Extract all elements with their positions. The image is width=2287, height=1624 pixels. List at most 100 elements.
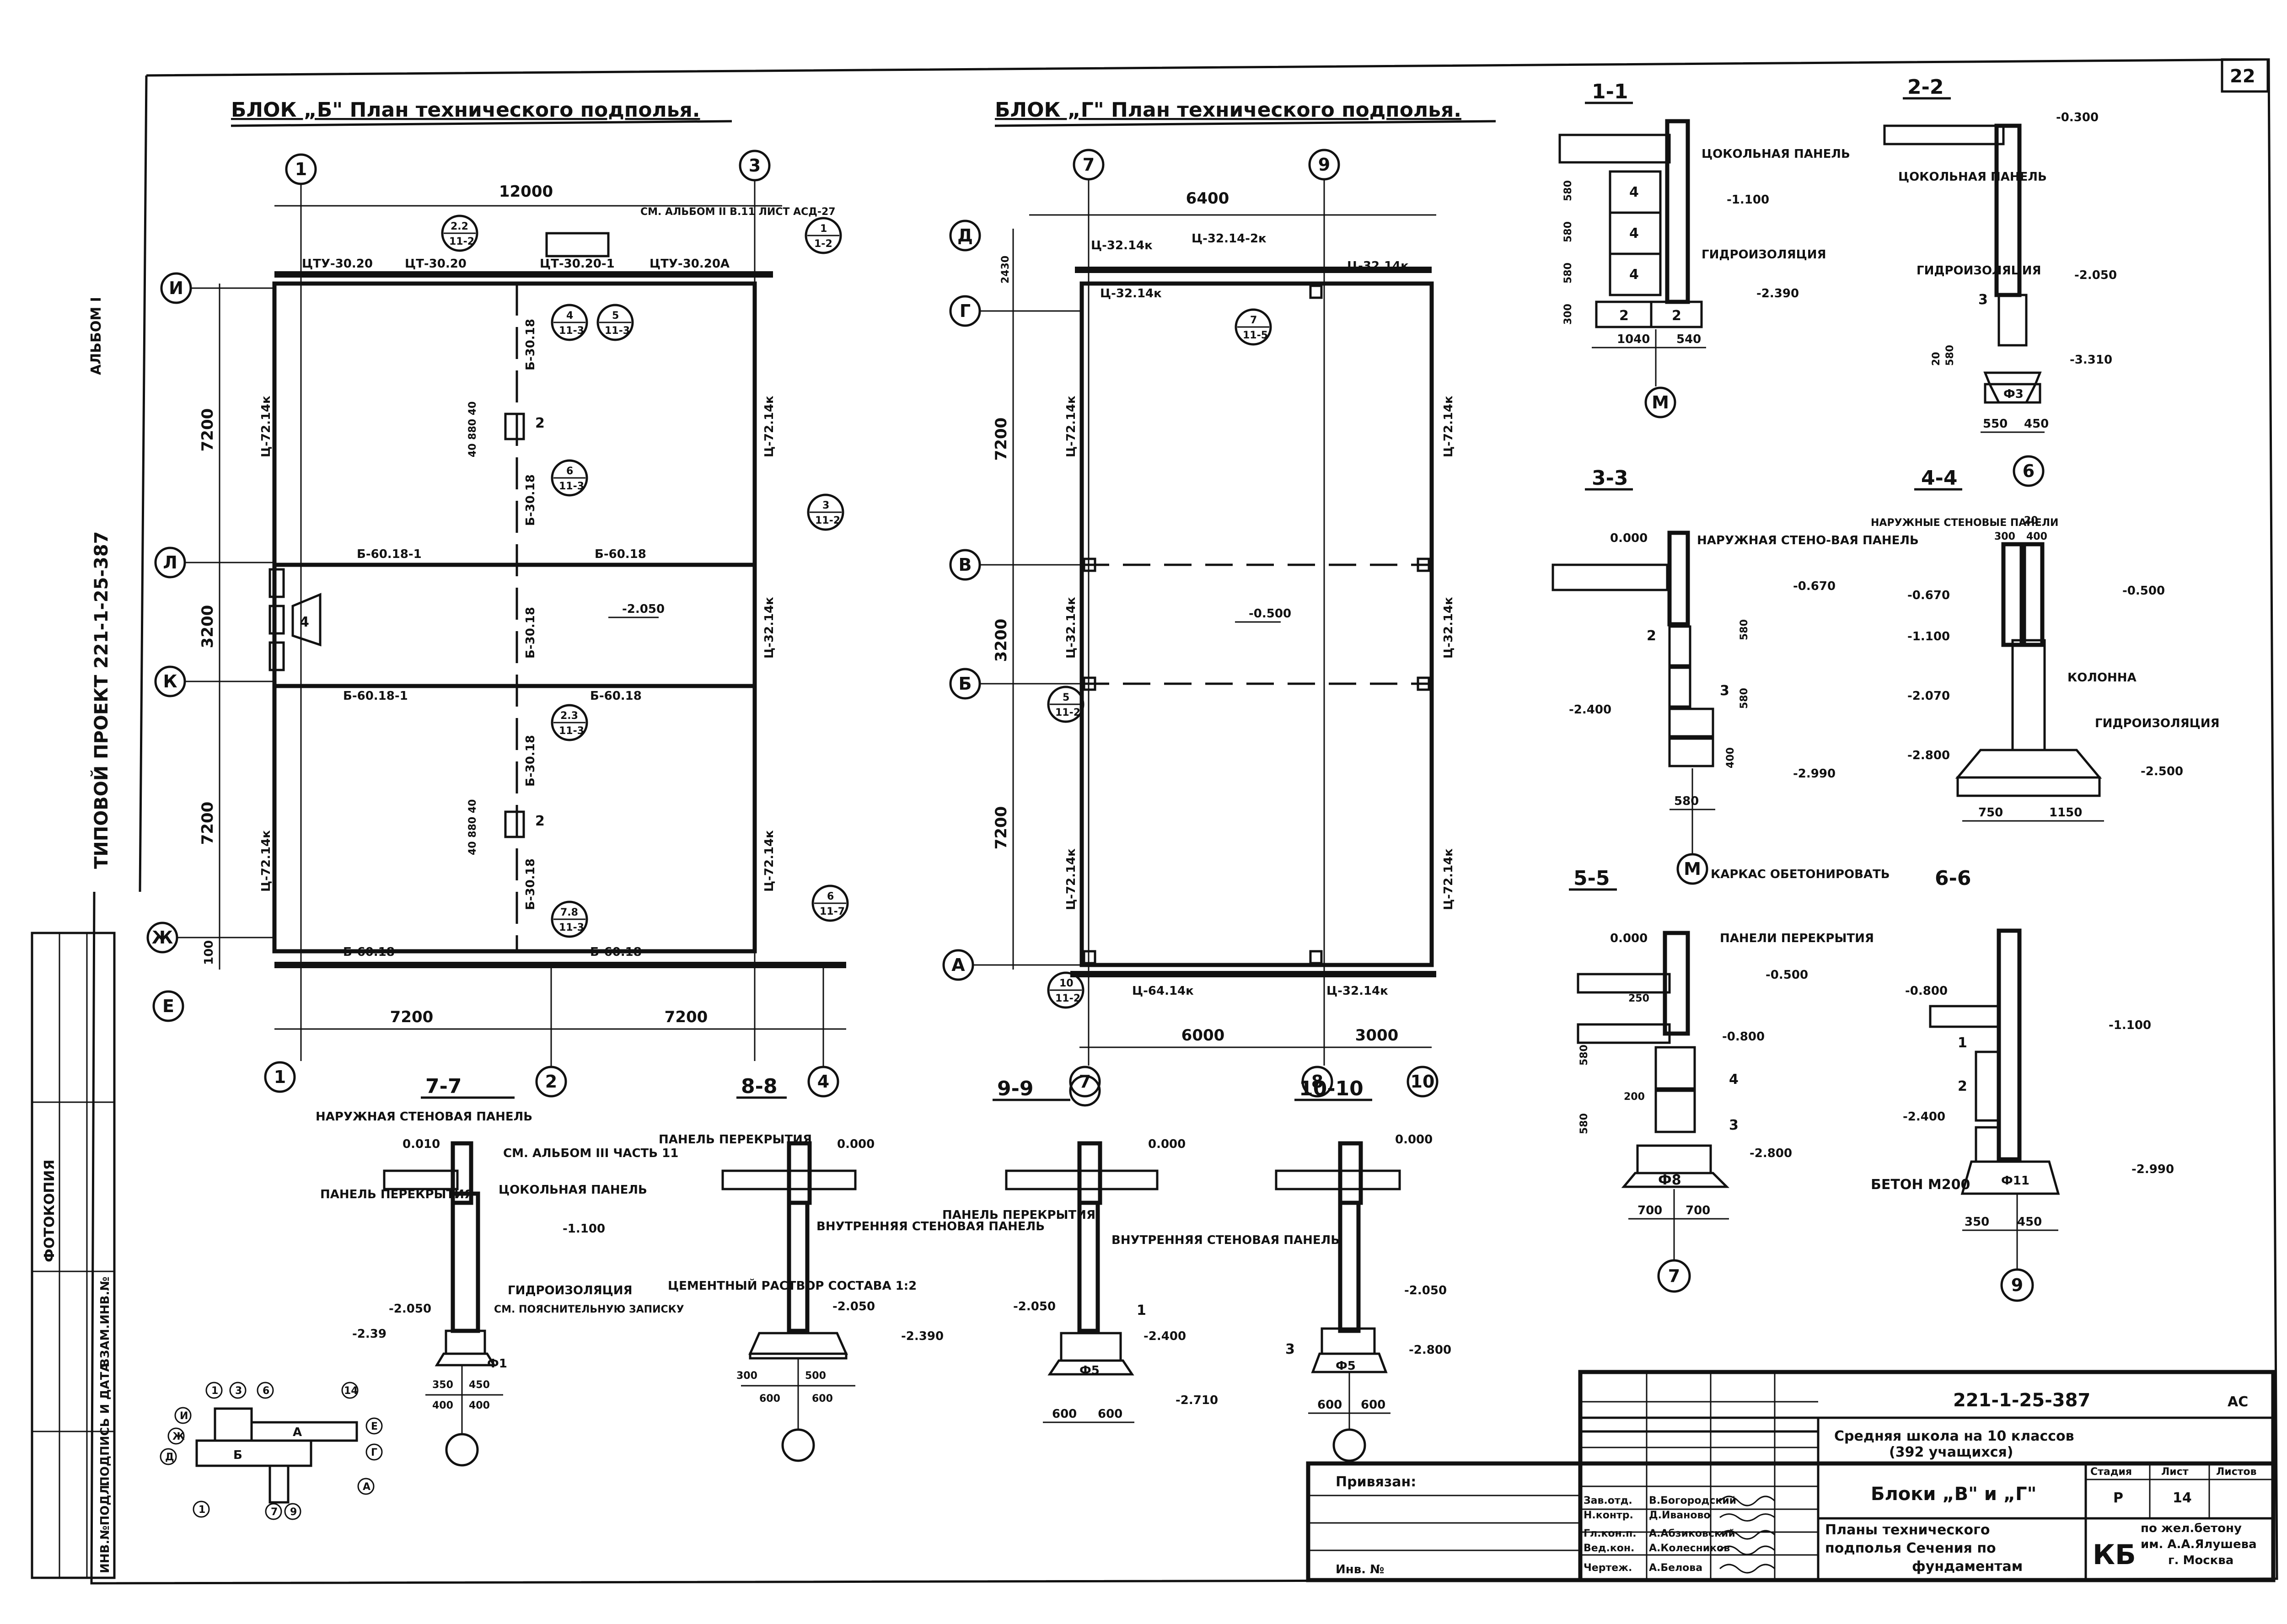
s66-level-2: -1.100 [2109, 1018, 2151, 1032]
s77-level-1: 0.010 [403, 1137, 440, 1151]
tb-org-1: по жел.бетону [2141, 1522, 2242, 1535]
tb-staff-role-5: Чертеж. [1584, 1562, 1632, 1574]
b-wall-left-2: Ц-72.14к [259, 830, 273, 892]
tb-project-name-1: Средняя школа на 10 классов [1834, 1428, 2074, 1444]
tb-org-2: им. А.А.Ялушева [2141, 1538, 2257, 1551]
s22-level-3: -3.310 [2070, 353, 2112, 367]
s44-title: 4-4 [1921, 466, 1958, 490]
tb-drawing-2: подполья Сечения по [1825, 1540, 1996, 1556]
tb-sheets-header: Листов [2216, 1466, 2257, 1478]
s55-label-1: КАРКАС ОБЕТОНИРОВАТЬ [1711, 868, 1890, 881]
s77-level-4: -2.39 [352, 1327, 387, 1341]
s44-level-4: -2.070 [1907, 689, 1950, 703]
s66-label-1: БЕТОН М200 [1871, 1177, 1970, 1193]
g-wall-right-2: Ц-32.14к [1442, 597, 1455, 659]
g-panel-top-2: Ц-32.14-2к [1192, 232, 1267, 246]
tb-binding: Привязан: [1336, 1474, 1416, 1490]
s88-label-1: ПАНЕЛЬ ПЕРЕКРЫТИЯ [659, 1133, 812, 1147]
tb-staff-name-5: А.Белова [1649, 1562, 1702, 1574]
s88-dim-1: 300 [736, 1370, 757, 1382]
s11-block-5: 2 [1672, 308, 1681, 324]
b-axis-top-1: 1 [295, 159, 307, 179]
tb-staff-role-3: Гл.кон.п. [1584, 1528, 1637, 1539]
g-axis-top-7: 7 [1083, 155, 1095, 175]
b-beam-3: Б-60.18-1 [343, 689, 408, 703]
b-callout-6-bottom: 11-2 [815, 515, 840, 526]
s11-label-2: ГИДРОИЗОЛЯЦИЯ [1702, 248, 1826, 262]
b-callout-5-bottom: 11-3 [559, 481, 584, 492]
s22-level-1: -0.300 [2056, 111, 2099, 124]
s33-label-1: НАРУЖНАЯ СТЕНО-ВАЯ ПАНЕЛЬ [1697, 534, 1919, 547]
sheet-frame [90, 58, 2278, 1585]
b-callout-9-bottom: 11-7 [820, 906, 845, 917]
section-6-6: 6-6 -0.800 -1.100 -2.400 -2.990 1 2 Ф11 … [1871, 867, 2174, 1302]
b-callout-1-top: 2.2 [451, 221, 468, 232]
g-axis-bottom-10: 10 [1411, 1072, 1435, 1092]
s11-level-2: -2.390 [1756, 287, 1799, 300]
s99-title: 9-9 [997, 1077, 1034, 1100]
key-axis-zh: Ж [172, 1431, 185, 1442]
section-3-3: 3-3 НАРУЖНАЯ СТЕНО-ВАЯ ПАНЕЛЬ 0.000 -0.6… [1552, 466, 1919, 885]
g-axis-top-9: 9 [1318, 155, 1330, 175]
section-8-8: 8-8 ПАНЕЛЬ ПЕРЕКРЫТИЯ ВНУТРЕННЯЯ СТЕНОВА… [659, 1075, 1045, 1462]
s11-dim-2: 540 [1676, 332, 1701, 346]
s11-dim-1: 1040 [1617, 332, 1650, 346]
section-4-4: 4-4 НАРУЖНЫЕ СТЕНОВЫЕ ПАНЕЛИ КОЛОННА ГИД… [1871, 466, 2220, 822]
b-dim-bottom-2: 7200 [665, 1008, 708, 1026]
s44-top-dim-3: 20 [2024, 515, 2038, 526]
s66-title: 6-6 [1935, 867, 1971, 890]
s77-dim-2: 450 [469, 1379, 490, 1391]
tb-staff-role-2: Н.контр. [1584, 1510, 1633, 1521]
b-axis-top-3: 3 [749, 155, 761, 176]
s88-dim-2: 500 [805, 1370, 826, 1382]
key-axis-d: Д [165, 1452, 174, 1463]
b-dim-bottom-1: 7200 [390, 1008, 434, 1026]
key-axis-g: Г [371, 1447, 377, 1458]
s22-vdim-1: 580 [1944, 345, 1956, 366]
key-block-b: Б [233, 1448, 242, 1462]
b-axis-bottom-2: 2 [545, 1072, 557, 1092]
s66-mark-2: 2 [1958, 1078, 1967, 1094]
b-dim-left-4: 100 [202, 940, 216, 965]
b-callout-1-bottom: 11-2 [449, 236, 474, 247]
g-dim-left-4: 7200 [992, 806, 1010, 850]
s22-dim-1: 550 [1983, 417, 2008, 431]
g-dim-left-3: 3200 [992, 619, 1010, 662]
g-wall-left-1: Ц-72.14к [1064, 396, 1078, 457]
g-wall-right-1: Ц-72.14к [1442, 396, 1455, 457]
s55-vdim-1: 250 [1628, 993, 1649, 1004]
s77-label-6: СМ. ПОЯСНИТЕЛЬНУЮ ЗАПИСКУ [494, 1304, 684, 1315]
s1010-level-3: -2.800 [1409, 1343, 1451, 1357]
s33-mark-1: 2 [1647, 628, 1656, 644]
s1010-title: 10-10 [1299, 1077, 1364, 1100]
s77-level-3: -2.050 [389, 1302, 431, 1316]
s33-vdim-3: 400 [1725, 747, 1736, 768]
s11-block-3: 4 [1629, 267, 1639, 283]
side-strip-copy: ФОТОКОПИЯ [42, 1159, 58, 1262]
s99-level-3: -2.400 [1144, 1329, 1186, 1343]
b-opening-dims-1: 40 880 40 [467, 402, 478, 457]
s88-level-1: 0.000 [837, 1137, 875, 1151]
b-axis-left-e: Е [162, 996, 174, 1016]
b-beam-2: Б-60.18 [595, 547, 646, 561]
g-callout-1-top: 7 [1250, 315, 1257, 326]
side-strip: ФОТОКОПИЯ ИНВ.№ПОДЛ. ПОДПИСЬ И ДАТА ВЗАМ… [31, 932, 116, 1579]
s66-level-4: -2.990 [2131, 1163, 2174, 1176]
s44-level-5: -2.800 [1907, 749, 1950, 762]
g-axis-left-d: Д [957, 225, 973, 246]
key-axis-14: 14 [344, 1385, 358, 1397]
s11-vdim-4: 300 [1562, 304, 1574, 325]
b-callout-3-bottom: 11-3 [559, 325, 584, 337]
s99-level-2: -2.050 [1013, 1300, 1056, 1313]
g-level: -0.500 [1249, 607, 1291, 621]
key-axis-e: Е [371, 1421, 378, 1432]
b-level: -2.050 [622, 602, 665, 616]
g-axis-left-a: А [951, 955, 965, 975]
s1010-level-2: -2.050 [1404, 1284, 1447, 1297]
key-plan: А Б 1 3 6 14 И Ж Е Д Г А 1 7 9 [160, 1382, 383, 1520]
b-beam-1: Б-60.18-1 [357, 547, 422, 561]
g-panel-bottom-1: Ц-64.14к [1132, 984, 1194, 998]
block-g-title: БЛОК „Г" План технического подполья. [995, 98, 1461, 122]
section-9-9: 9-9 ПАНЕЛЬ ПЕРЕКРЫТИЯ ВНУТРЕННЯЯ СТЕНОВА… [942, 1075, 1340, 1423]
tb-sheet: 14 [2173, 1490, 2192, 1506]
